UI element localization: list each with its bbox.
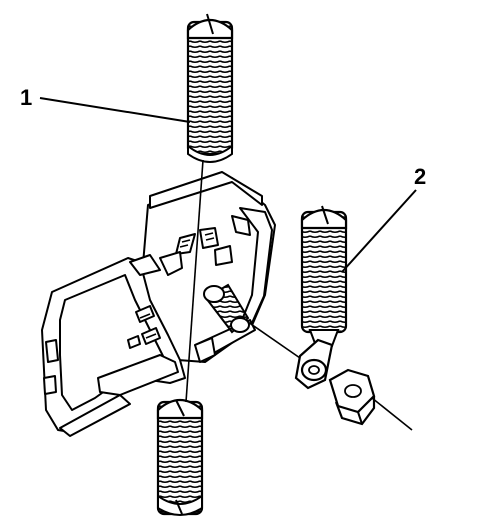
ring-terminal-icon bbox=[294, 338, 334, 390]
callout-2: 2 bbox=[341, 164, 426, 273]
callout-1-label: 1 bbox=[20, 85, 32, 110]
bracket-hatching bbox=[139, 232, 215, 339]
alignment-line bbox=[185, 159, 204, 403]
hex-nut-icon bbox=[328, 368, 376, 426]
bracket-stud bbox=[203, 283, 250, 334]
callout-1: 1 bbox=[20, 85, 191, 123]
threaded-stud-lower bbox=[156, 398, 204, 516]
fastener-axis-line bbox=[247, 321, 301, 359]
fastener-axis-line-far bbox=[371, 397, 413, 431]
threaded-stud-icon bbox=[186, 13, 234, 163]
callout-2-label: 2 bbox=[414, 164, 426, 189]
threaded-stud-right bbox=[300, 205, 348, 347]
